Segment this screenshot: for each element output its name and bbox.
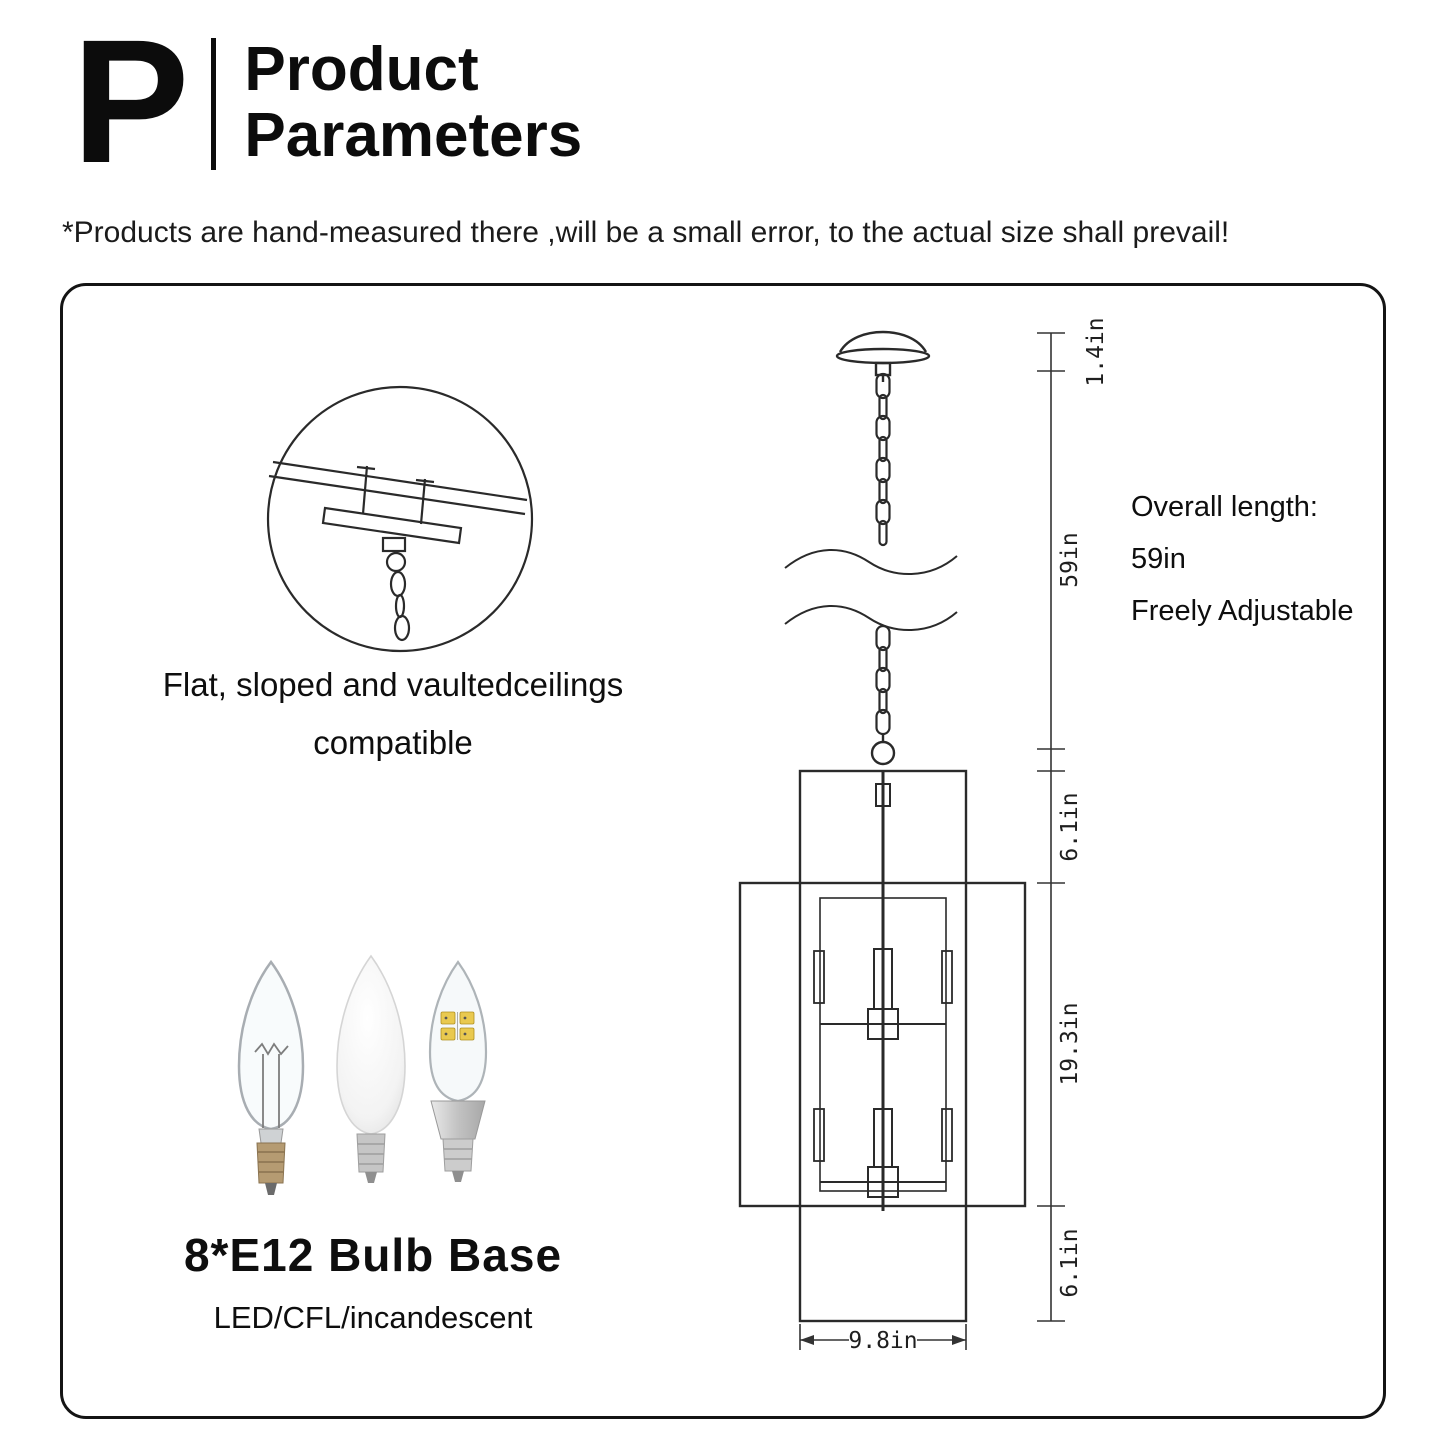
detail-circle [266,385,534,653]
dimension-lines [799,332,1065,1350]
bulb-base-ridges [358,1143,384,1165]
center-rod-assembly [820,771,946,1211]
ceiling-caption-line1: Flat, sloped and vaultedceilings [162,666,624,703]
disclaimer-text: *Products are hand-measured there ,will … [62,216,1230,249]
mount-chain-link-2 [394,593,406,619]
overall-length-block: Overall length: 59in Freely Adjustable [1131,491,1353,647]
bulb-incandescent [237,959,305,1195]
bulb-neck [258,1128,284,1144]
bulb-glass [237,959,305,1131]
main-panel: 1.4in 59in 6.1in 19.3in 6.1in 9.8in Flat… [60,283,1386,1419]
dim-label-mid-frame: 19.3in [1057,1002,1083,1085]
mount-bolt-1 [361,465,369,515]
mount-chain-link-3 [393,614,411,642]
bulb-base-title: 8*E12 Bulb Base [183,1229,563,1281]
page-title-line1: Product [244,35,479,105]
bulb-filament [254,1042,289,1128]
technical-drawing: 1.4in 59in 6.1in 19.3in 6.1in 9.8in [237,317,1109,1354]
chain-lower [875,624,891,736]
brand-letter: P [72,4,189,200]
bulb-base-ridges [258,1151,284,1173]
bulb-glass [428,960,488,1103]
bulb-base-ridges [444,1148,472,1160]
bulb-glass [336,954,406,1135]
ceiling-mount-detail [266,385,534,653]
bulb-frosted [336,954,406,1183]
bulb-tip [452,1171,464,1182]
pendant-drawing [738,330,1027,1323]
mount-plate [321,506,463,545]
ceiling-line-2 [268,474,526,516]
header: P Product Parameters [72,4,582,200]
mount-bolt-2 [419,478,427,525]
hanging-ring [870,740,896,766]
mount-chain-link-1 [389,570,407,598]
dim-label-canopy: 1.4in [1083,317,1109,386]
ceiling-line-1 [272,460,528,502]
bulb-led [428,960,488,1182]
mount-collar [381,536,407,553]
bulb-illustrations [237,954,488,1195]
dim-label-chain: 59in [1057,532,1083,587]
bulb-screw-base [256,1142,286,1184]
ceiling-caption-line2: compatible [313,724,473,761]
bulb-base-subtitle: LED/CFL/incandescent [213,1300,533,1335]
page-title: Product Parameters [244,22,582,184]
bulb-cone-body [430,1100,486,1140]
side-posts [813,950,953,1162]
width-dimension [799,1324,967,1350]
canopy [835,330,931,382]
overall-length-note: Freely Adjustable [1131,595,1354,627]
bulb-tip [265,1183,277,1195]
bulb-screw-base [442,1138,474,1172]
overall-length-label: Overall length: [1131,491,1318,523]
mount-bolt-2-head [415,478,435,484]
dim-label-top-frame: 6.1in [1057,792,1083,861]
page-title-line2: Parameters [244,100,583,170]
mount-bolt-1-head [356,465,376,471]
bulb-tip [365,1172,377,1183]
led-chips [440,1011,475,1041]
header-divider [211,38,217,170]
dim-label-width: 9.8in [848,1328,917,1354]
chain-upper [875,372,891,547]
overall-length-value: 59in [1131,543,1186,575]
dim-label-bottom-frame: 6.1in [1057,1228,1083,1297]
mount-loop [385,551,407,573]
length-break-waves [784,549,958,632]
dimension-ticks [1037,332,1065,1322]
bulb-screw-base [356,1133,386,1173]
